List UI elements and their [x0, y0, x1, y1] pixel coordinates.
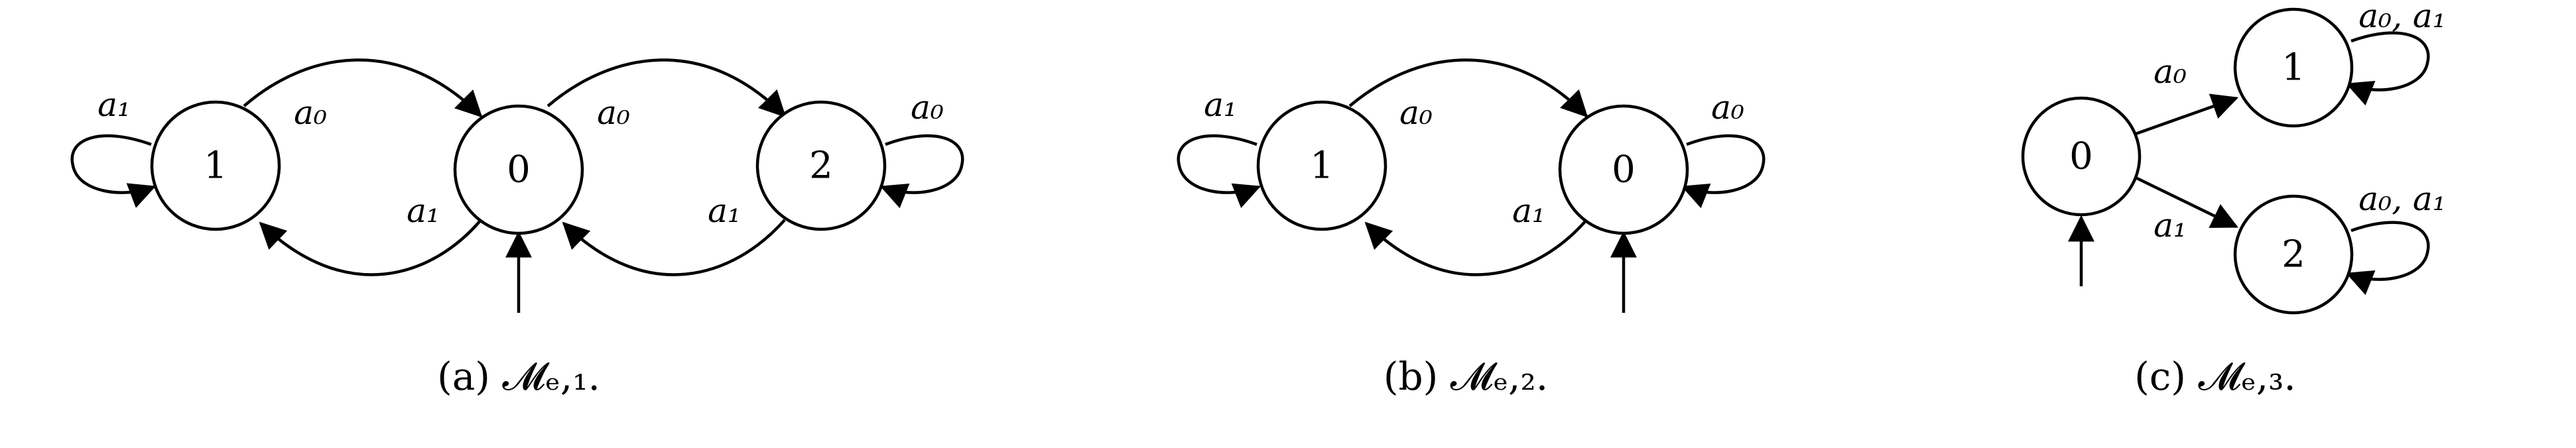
edge-label-a-0-to-2: a₀: [597, 93, 630, 132]
state-c-1: 1: [2233, 7, 2354, 128]
state-b-0: 0: [1558, 104, 1689, 235]
edge-label-a-2-to-0: a₁: [708, 192, 741, 230]
edge-a-1-to-0: [243, 58, 483, 118]
edge-label-c-2-self: a₀, a₁: [2358, 180, 2446, 218]
edge-a-2-self-loop: [879, 134, 964, 209]
edge-c-0-to-2: [2135, 176, 2238, 229]
edge-label-c-1-self: a₀, a₁: [2358, 0, 2446, 35]
edge-label-a-2-self: a₀: [911, 88, 944, 127]
automaton-b: 1 0 a₁ a₀ a₁ a₀ (b) 𝓜ₑ,₂.: [1177, 58, 1766, 399]
edge-label-b-0-to-1: a₁: [1512, 192, 1545, 230]
edge-b-0-self-loop: [1681, 134, 1766, 209]
edge-a-0-to-1: [259, 219, 482, 276]
caption-b: (b) 𝓜ₑ,₂.: [1384, 354, 1548, 399]
state-label: 1: [1310, 144, 1334, 188]
edge-a-1-self-loop: [70, 134, 157, 208]
state-c-2: 2: [2233, 194, 2354, 315]
edge-label-c-0-to-2: a₁: [2154, 206, 2187, 245]
state-label: 1: [204, 144, 227, 188]
state-a-2: 2: [755, 100, 887, 231]
caption-a: (a) 𝓜ₑ,₁.: [437, 354, 600, 399]
edge-a-0-to-2: [547, 58, 787, 118]
edge-label-c-0-to-1: a₀: [2154, 52, 2187, 91]
state-label: 0: [2069, 135, 2093, 178]
state-label: 0: [507, 148, 531, 192]
edge-label-a-1-to-0: a₀: [294, 93, 327, 132]
automaton-a: 1 0 2 a₁ a₀ a₁ a₀ a₁ a₀ (a) 𝓜ₑ,₁.: [70, 58, 964, 399]
caption-c: (c) 𝓜ₑ,₃.: [2134, 354, 2296, 399]
state-a-1: 1: [150, 100, 281, 231]
state-label: 2: [809, 144, 833, 188]
state-a-0: 0: [453, 104, 584, 235]
edge-label-a-1-self: a₁: [97, 85, 131, 124]
state-label: 2: [2282, 233, 2305, 276]
edge-b-0-to-1: [1364, 219, 1588, 276]
edge-b-1-to-0: [1348, 58, 1588, 118]
edge-c-2-self-loop: [2345, 221, 2430, 296]
edge-a-2-to-0: [562, 219, 786, 276]
state-c-0: 0: [2021, 96, 2142, 217]
edge-label-b-1-self: a₁: [1204, 85, 1237, 124]
edge-b-1-self-loop: [1177, 134, 1261, 208]
automaton-c: 0 1 2 a₀ a₁ a₀, a₁ a₀, a₁ (c) 𝓜ₑ,₃.: [2021, 0, 2446, 399]
edge-c-1-self-loop: [2345, 31, 2430, 106]
state-label: 1: [2282, 46, 2305, 89]
state-label: 0: [1612, 148, 1636, 192]
edge-label-b-0-self: a₀: [1711, 88, 1744, 127]
state-b-1: 1: [1256, 100, 1387, 231]
edge-c-0-to-1: [2135, 93, 2239, 136]
edge-label-a-0-to-1: a₁: [407, 192, 440, 230]
edge-label-b-1-to-0: a₀: [1399, 93, 1433, 132]
